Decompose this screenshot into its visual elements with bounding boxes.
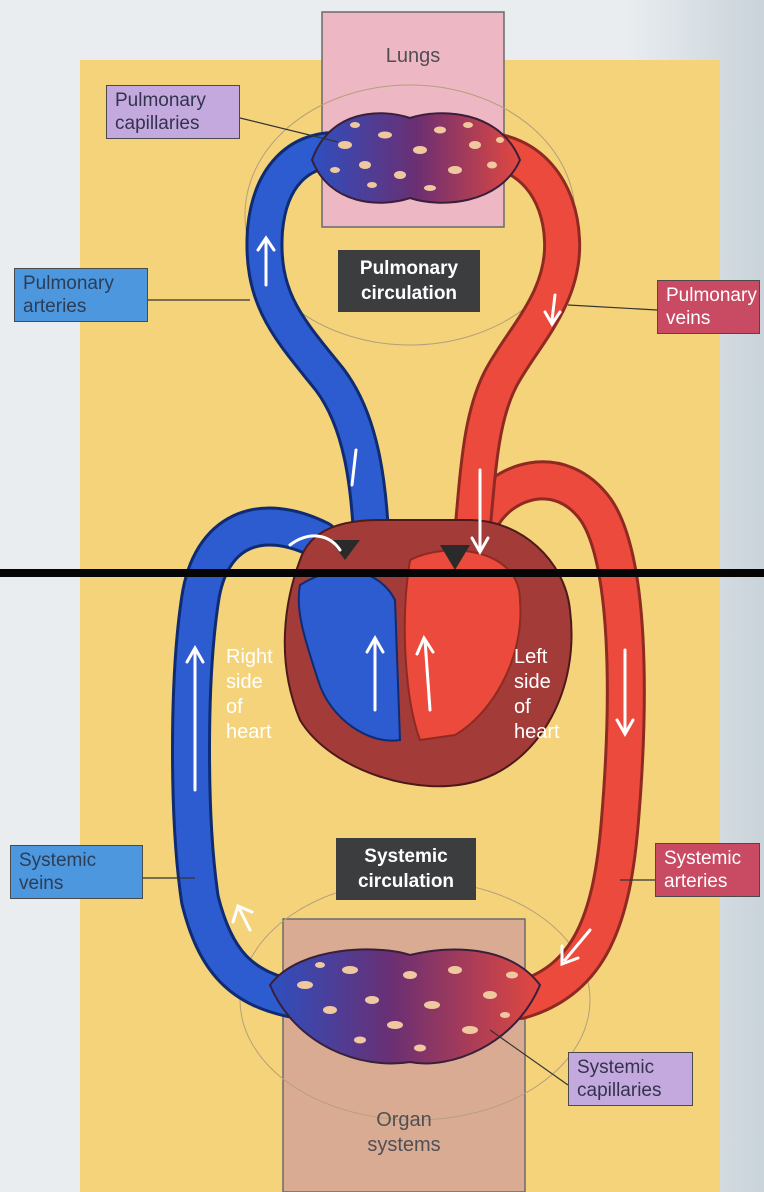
systemic-veins-line-1: Systemic [19, 850, 97, 871]
organ-systems-label: Organ systems [283, 1108, 525, 1158]
systemic-circulation-line-1: Systemic [364, 846, 448, 867]
pulmonary-capillaries-line-1: Pulmonary [115, 90, 206, 111]
lungs-label: Lungs [322, 44, 504, 69]
right-side-of-heart-label: Right side of heart [226, 645, 273, 745]
right-side-line-1: Right [226, 646, 273, 668]
systemic-arteries-line-1: Systemic [664, 848, 742, 869]
pulmonary-veins-line-1: Pulmonary [666, 285, 757, 306]
pulmonary-capillaries-line-2: capillaries [115, 113, 200, 134]
right-side-line-2: side [226, 671, 263, 693]
pulmonary-artery-vessel-fill [248, 134, 388, 576]
systemic-veins-line-2: veins [19, 873, 64, 894]
horizontal-divider-line [0, 569, 764, 577]
systemic-circulation-line-2: circulation [357, 871, 455, 892]
pulmonary-capillary-bed [310, 112, 522, 204]
systemic-vein-vessel-fill [174, 509, 337, 1017]
heart-dark-valves [330, 540, 470, 570]
left-side-line-3: of [514, 696, 531, 718]
systemic-veins-label: Systemic veins [10, 845, 143, 899]
systemic-capillaries-line-2: capillaries [577, 1080, 662, 1101]
systemic-arteries-label: Systemic arteries [655, 843, 760, 897]
left-side-line-4: heart [514, 721, 560, 743]
pulmonary-veins-label: Pulmonary veins [657, 280, 760, 334]
systemic-capillaries-label: Systemic capillaries [568, 1052, 693, 1106]
pulmonary-veins-line-2: veins [666, 308, 711, 329]
left-side-line-1: Left [514, 646, 548, 668]
right-side-line-3: of [226, 696, 243, 718]
left-side-line-2: side [514, 671, 551, 693]
organ-systems-line-2: systems [367, 1134, 441, 1156]
pulmonary-vein-vessel-fill [454, 134, 579, 576]
flow-arrows [185, 235, 635, 967]
pulmonary-circulation-line-1: Pulmonary [359, 258, 459, 279]
pulmonary-arteries-line-1: Pulmonary [23, 273, 114, 294]
pulmonary-capillaries-label: Pulmonary capillaries [106, 85, 240, 139]
pulmonary-arteries-label: Pulmonary arteries [14, 268, 148, 322]
left-atrium-ventricle [403, 549, 522, 742]
systemic-circulation-label: Systemic circulation [336, 838, 476, 900]
pulmonary-arteries-line-2: arteries [23, 296, 87, 317]
systemic-capillary-bed [268, 948, 542, 1065]
lungs-text: Lungs [385, 45, 441, 67]
organ-systems-line-1: Organ [376, 1109, 432, 1131]
pulmonary-circulation-label: Pulmonary circulation [338, 250, 480, 312]
right-side-line-4: heart [226, 721, 272, 743]
heart [283, 519, 573, 788]
leader-lines [143, 117, 658, 1086]
systemic-arteries-line-2: arteries [664, 871, 728, 892]
systemic-capillaries-line-1: Systemic [577, 1057, 655, 1078]
pulmonary-circulation-line-2: circulation [360, 283, 458, 304]
left-side-of-heart-label: Left side of heart [514, 645, 560, 745]
